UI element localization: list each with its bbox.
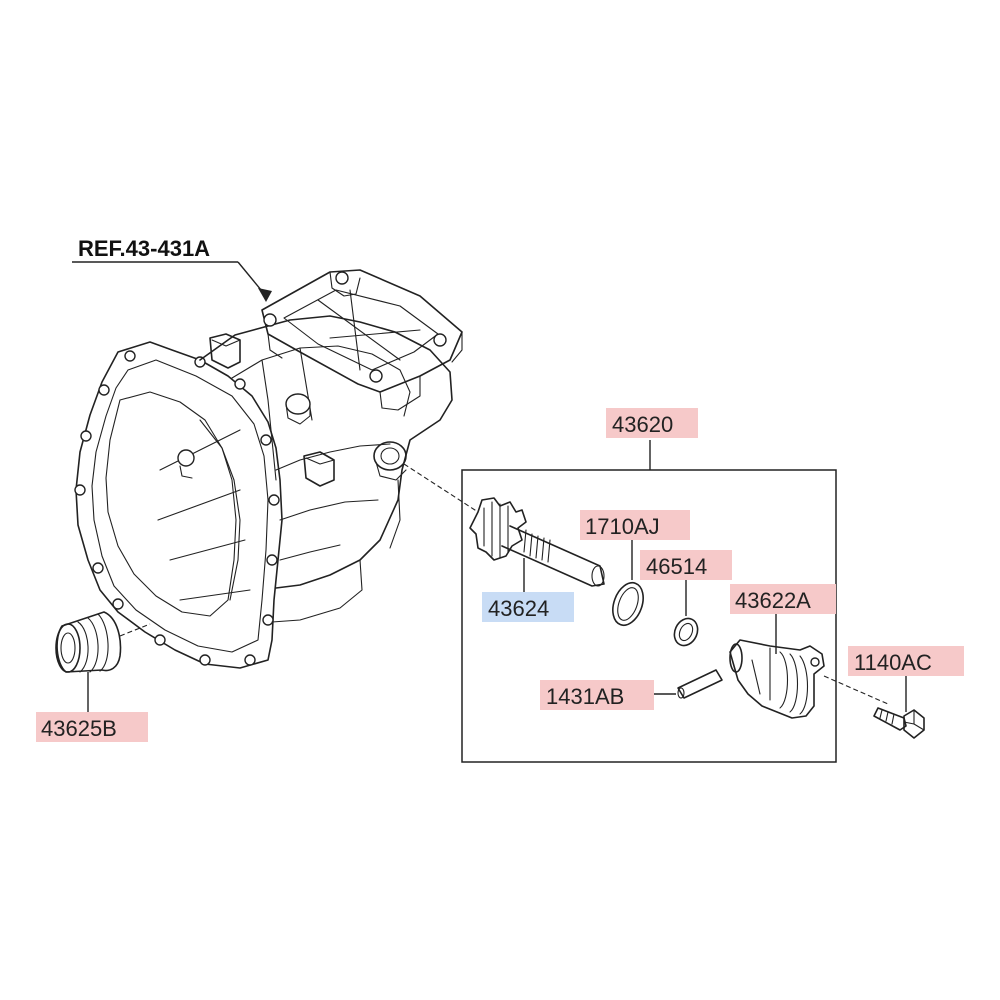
plug-drawing	[55, 611, 151, 673]
sleeve-seal-drawing	[612, 581, 644, 627]
pin-label-highlight	[540, 680, 654, 710]
sleeve-drawing	[729, 639, 825, 719]
sleeve-seal-part-number: 1710AJ	[585, 514, 660, 539]
o-ring-label-highlight	[640, 550, 732, 580]
bolt-label-highlight	[848, 646, 964, 676]
o-ring-part-number: 46514	[646, 554, 707, 579]
transmission-housing-drawing	[74, 269, 463, 669]
bolt-drawing	[873, 707, 925, 739]
sleeve-label-highlight	[730, 584, 836, 614]
drive-gear-part-number: 43624	[488, 596, 549, 621]
sleeve-part-number: 43622A	[735, 588, 811, 613]
drive-gear-label-highlight	[482, 592, 574, 622]
pin-part-number: 1431AB	[546, 684, 624, 709]
assembly-label-highlight	[606, 408, 698, 438]
reference-label: REF.43-431A	[78, 236, 210, 261]
bolt-dashed-leader	[823, 675, 889, 705]
reference-callout: REF.43-431A	[72, 236, 272, 302]
pin-drawing	[677, 669, 723, 699]
sleeve-seal-label-highlight	[580, 510, 690, 540]
bolt-part-number: 1140AC	[854, 650, 932, 675]
assembly-part-number: 43620	[612, 412, 673, 437]
drive-gear-drawing	[469, 497, 605, 587]
o-ring-drawing	[673, 617, 699, 647]
gear-bore-leader	[403, 463, 479, 513]
assembly-box	[461, 469, 837, 763]
plug-part-number: 43625B	[41, 716, 117, 741]
plug-label-highlight	[36, 712, 148, 742]
